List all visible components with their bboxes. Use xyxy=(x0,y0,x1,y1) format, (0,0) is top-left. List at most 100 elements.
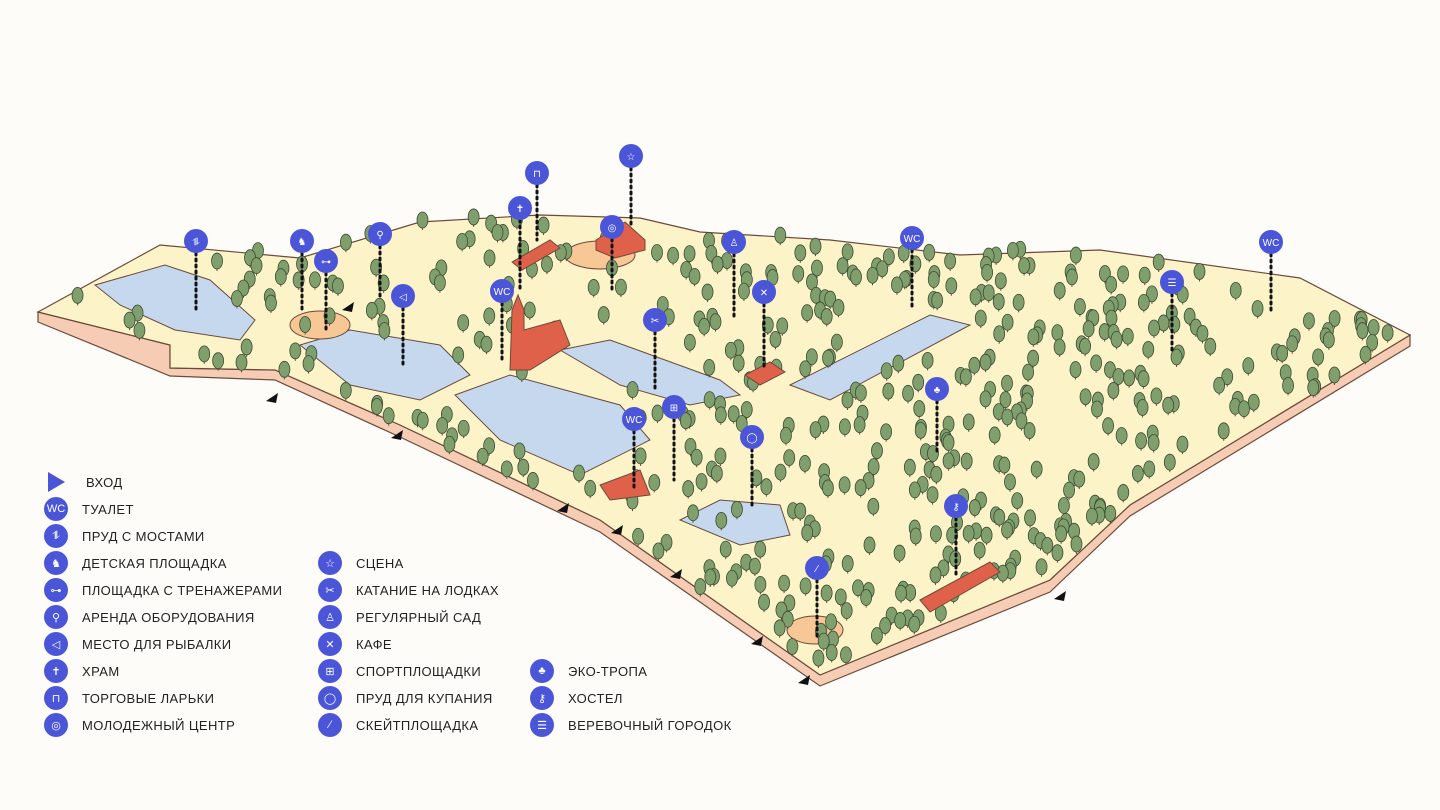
tree xyxy=(1137,293,1150,311)
tree xyxy=(688,267,701,285)
entrance-marker[interactable] xyxy=(611,525,623,535)
tree xyxy=(773,619,786,637)
entrance-marker[interactable] xyxy=(798,675,810,685)
pin-stage[interactable]: ☆ xyxy=(619,144,643,227)
legend-label: КАФЕ xyxy=(356,636,392,652)
church-icon: ✝ xyxy=(44,659,68,683)
entrance-marker[interactable] xyxy=(557,503,569,513)
tree xyxy=(1221,368,1234,386)
tree xyxy=(1001,408,1014,426)
pin-circle xyxy=(643,308,667,332)
pin-circle xyxy=(508,196,532,220)
tree xyxy=(1328,310,1341,327)
tree xyxy=(913,400,926,417)
tree xyxy=(1001,521,1013,539)
tree xyxy=(416,411,429,429)
gym-icon: ⊶ xyxy=(321,257,331,268)
tree xyxy=(240,338,253,356)
tree xyxy=(683,333,696,351)
legend-label: ТОРГОВЫЕ ЛАРЬКИ xyxy=(82,690,215,706)
pin-rope[interactable]: ☰ xyxy=(1160,270,1184,352)
tree xyxy=(309,271,321,289)
tree xyxy=(1142,341,1155,358)
pin-wc[interactable]: WC xyxy=(1259,230,1283,312)
legend-item-stage: ☆СЦЕНА xyxy=(318,550,404,576)
pin-cafe[interactable]: ✕ xyxy=(752,280,776,372)
entrance-marker[interactable] xyxy=(1054,591,1066,601)
tree xyxy=(942,452,955,470)
tree xyxy=(235,353,248,371)
tree xyxy=(1024,509,1036,527)
tree xyxy=(703,358,716,376)
pin-fishing[interactable]: ◁ xyxy=(391,284,415,367)
entrance-marker[interactable] xyxy=(751,636,763,646)
pin-youth[interactable]: ◎ xyxy=(600,215,624,292)
tree xyxy=(880,423,893,441)
boating-pond xyxy=(558,339,742,406)
pin-bridges[interactable]: ⥮ xyxy=(184,229,208,312)
tree xyxy=(1367,319,1380,336)
tree xyxy=(824,290,837,308)
wc-icon: WC xyxy=(1263,238,1280,249)
pin-swimming[interactable]: ◯ xyxy=(740,425,764,507)
legend-label: ХРАМ xyxy=(82,663,120,679)
tree xyxy=(754,540,767,558)
playground-area xyxy=(289,310,351,340)
tree xyxy=(1051,324,1064,342)
entrance-marker[interactable] xyxy=(670,569,682,579)
garden-icon: ♙ xyxy=(730,238,739,249)
entrance-marker[interactable] xyxy=(266,393,278,403)
pin-garden[interactable]: ♙ xyxy=(722,230,746,322)
skate-icon: ⁄ xyxy=(318,713,342,737)
tree xyxy=(999,391,1012,409)
tree xyxy=(701,283,714,301)
tree xyxy=(710,464,723,482)
tree xyxy=(1359,345,1372,363)
pin-gym[interactable]: ⊶ xyxy=(314,249,338,332)
tree xyxy=(792,265,805,283)
tree xyxy=(651,244,663,261)
tree xyxy=(822,349,834,367)
tree xyxy=(830,333,843,351)
pin-sports[interactable]: ⊞ xyxy=(662,395,686,482)
tree xyxy=(1023,422,1036,439)
tree xyxy=(714,406,727,424)
entrance-marker[interactable] xyxy=(342,302,354,312)
tree xyxy=(1027,349,1039,367)
pin-circle xyxy=(290,229,314,253)
tree xyxy=(703,391,716,408)
tree xyxy=(683,245,696,262)
tree xyxy=(704,568,717,586)
pin-wc[interactable]: WC xyxy=(900,226,924,312)
tree xyxy=(198,345,211,363)
tree xyxy=(724,341,737,359)
pin-wc[interactable]: WC xyxy=(490,279,514,362)
tree xyxy=(1312,348,1325,366)
pin-circle xyxy=(1160,270,1184,294)
pin-boating[interactable]: ✂ xyxy=(643,308,667,392)
tree xyxy=(1143,460,1156,478)
pin-church[interactable]: ✝ xyxy=(508,196,532,292)
tree xyxy=(841,243,854,261)
stalls-icon: ⊓ xyxy=(44,686,68,710)
pin-eco[interactable]: ♣ xyxy=(925,377,949,457)
pin-skate[interactable]: ⁄ xyxy=(805,556,829,642)
pin-hostel[interactable]: ⚷ xyxy=(944,494,968,577)
pin-rental[interactable]: ⚲ xyxy=(368,222,392,302)
pin-playground[interactable]: ♞ xyxy=(290,229,314,312)
tree xyxy=(1121,327,1134,345)
tree xyxy=(840,602,853,620)
tree xyxy=(695,473,708,490)
entrance-marker[interactable] xyxy=(391,430,403,440)
legend-label: ВЕРЕВОЧНЫЙ ГОРОДОК xyxy=(568,717,732,733)
tree xyxy=(274,268,287,286)
pin-circle xyxy=(391,284,415,308)
pin-stalls[interactable]: ⊓ xyxy=(525,161,549,242)
tree xyxy=(774,226,787,244)
tree xyxy=(969,288,982,306)
stalls-icon: ⊓ xyxy=(533,169,541,180)
pin-wc[interactable]: WC xyxy=(622,407,646,492)
tree xyxy=(927,271,940,288)
tree xyxy=(758,593,770,611)
tree xyxy=(783,449,796,467)
